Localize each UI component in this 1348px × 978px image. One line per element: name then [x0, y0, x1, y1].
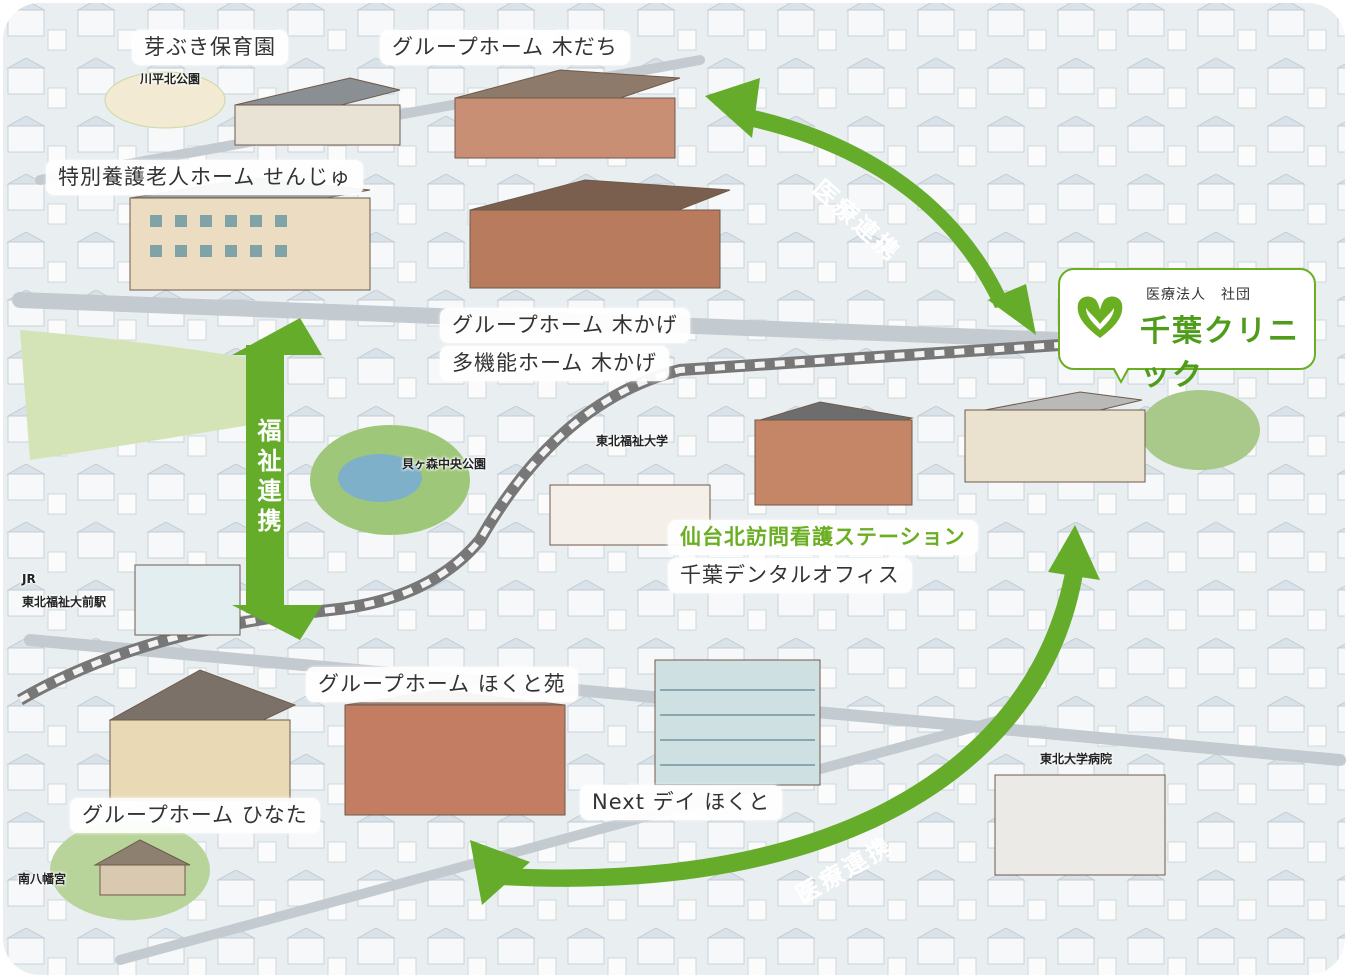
welfare-link-arrow: [232, 318, 322, 640]
place-fukushi-univ: 東北福祉大学: [596, 434, 669, 448]
parks: [20, 71, 1260, 920]
medical-link-arrow-bottom: [470, 525, 1100, 905]
label-hokutoen: グループホーム ほくと苑: [306, 667, 578, 703]
label-kokage-multi: 多機能ホーム 木かげ: [440, 346, 670, 382]
label-next-day: Next デイ ほくと: [580, 785, 783, 821]
buildings: [93, 69, 1166, 896]
clinic-name: 千葉クリニック: [1140, 314, 1300, 393]
label-hinata: グループホーム ひなた: [70, 798, 320, 834]
place-kaigamori-park: 貝ヶ森中央公園: [402, 457, 487, 471]
medical-link-arrow-top: [705, 78, 1036, 335]
clinic-card: 医療法人 社団 千葉クリニック: [1058, 268, 1316, 393]
place-station: 東北福祉大前駅: [22, 595, 107, 609]
label-kokage-group: グループホーム 木かげ: [440, 308, 690, 344]
label-mebuki: 芽ぶき保育園: [132, 30, 288, 66]
label-dental: 千葉デンタルオフィス: [668, 558, 912, 594]
label-nursing-station: 仙台北訪問看護ステーション: [668, 520, 978, 556]
label-senju: 特別養護老人ホーム せんじゅ: [46, 160, 364, 196]
label-kidachi: グループホーム 木だち: [380, 30, 630, 66]
place-shrine: 南八幡宮: [18, 872, 67, 886]
place-kawahira-park: 川平北公園: [140, 72, 201, 86]
arrow-label-welfare: 福祉連携: [253, 418, 281, 538]
place-jr: JR: [22, 572, 36, 586]
clinic-corp-label: 医療法人 社団: [1146, 287, 1251, 303]
green-heart-leaf-logo-icon: [1077, 296, 1123, 338]
place-hospital: 東北大学病院: [1040, 752, 1113, 766]
